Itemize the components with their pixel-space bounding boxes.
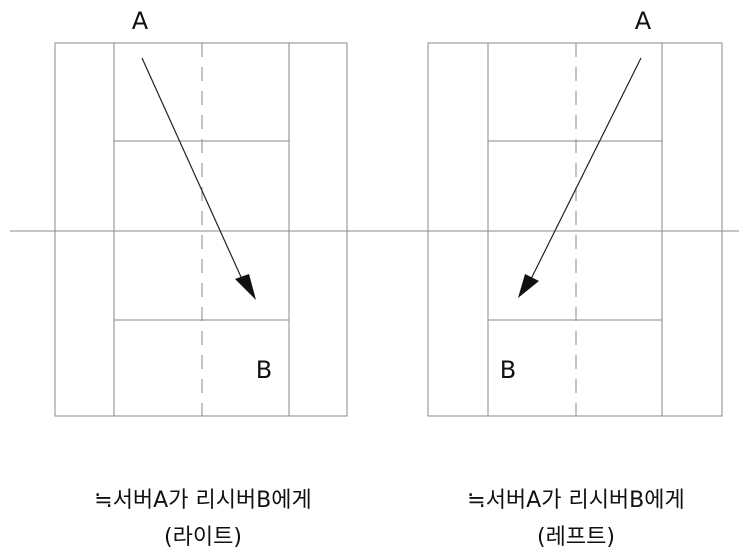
label-a: A (635, 7, 652, 35)
caption-line-1: ≒서버A가 리시버B에게 (94, 488, 312, 513)
court-right: A B ≒서버A가 리시버B에게 (레프트) (427, 7, 723, 550)
arrow-head (235, 274, 256, 300)
court-outline (427, 42, 723, 417)
label-b: B (500, 356, 516, 384)
caption-line-2: (레프트) (537, 525, 615, 550)
court-left: A B ≒서버A가 리시버B에게 (라이트) (54, 7, 348, 550)
label-a: A (132, 7, 149, 35)
court-outline (54, 42, 348, 417)
label-b: B (256, 356, 272, 384)
serve-path-arrow (527, 57, 642, 286)
caption-line-2: (라이트) (164, 525, 242, 550)
arrow-head (518, 274, 539, 298)
caption-line-1: ≒서버A가 리시버B에게 (467, 488, 685, 513)
serve-path-arrow (141, 57, 247, 289)
